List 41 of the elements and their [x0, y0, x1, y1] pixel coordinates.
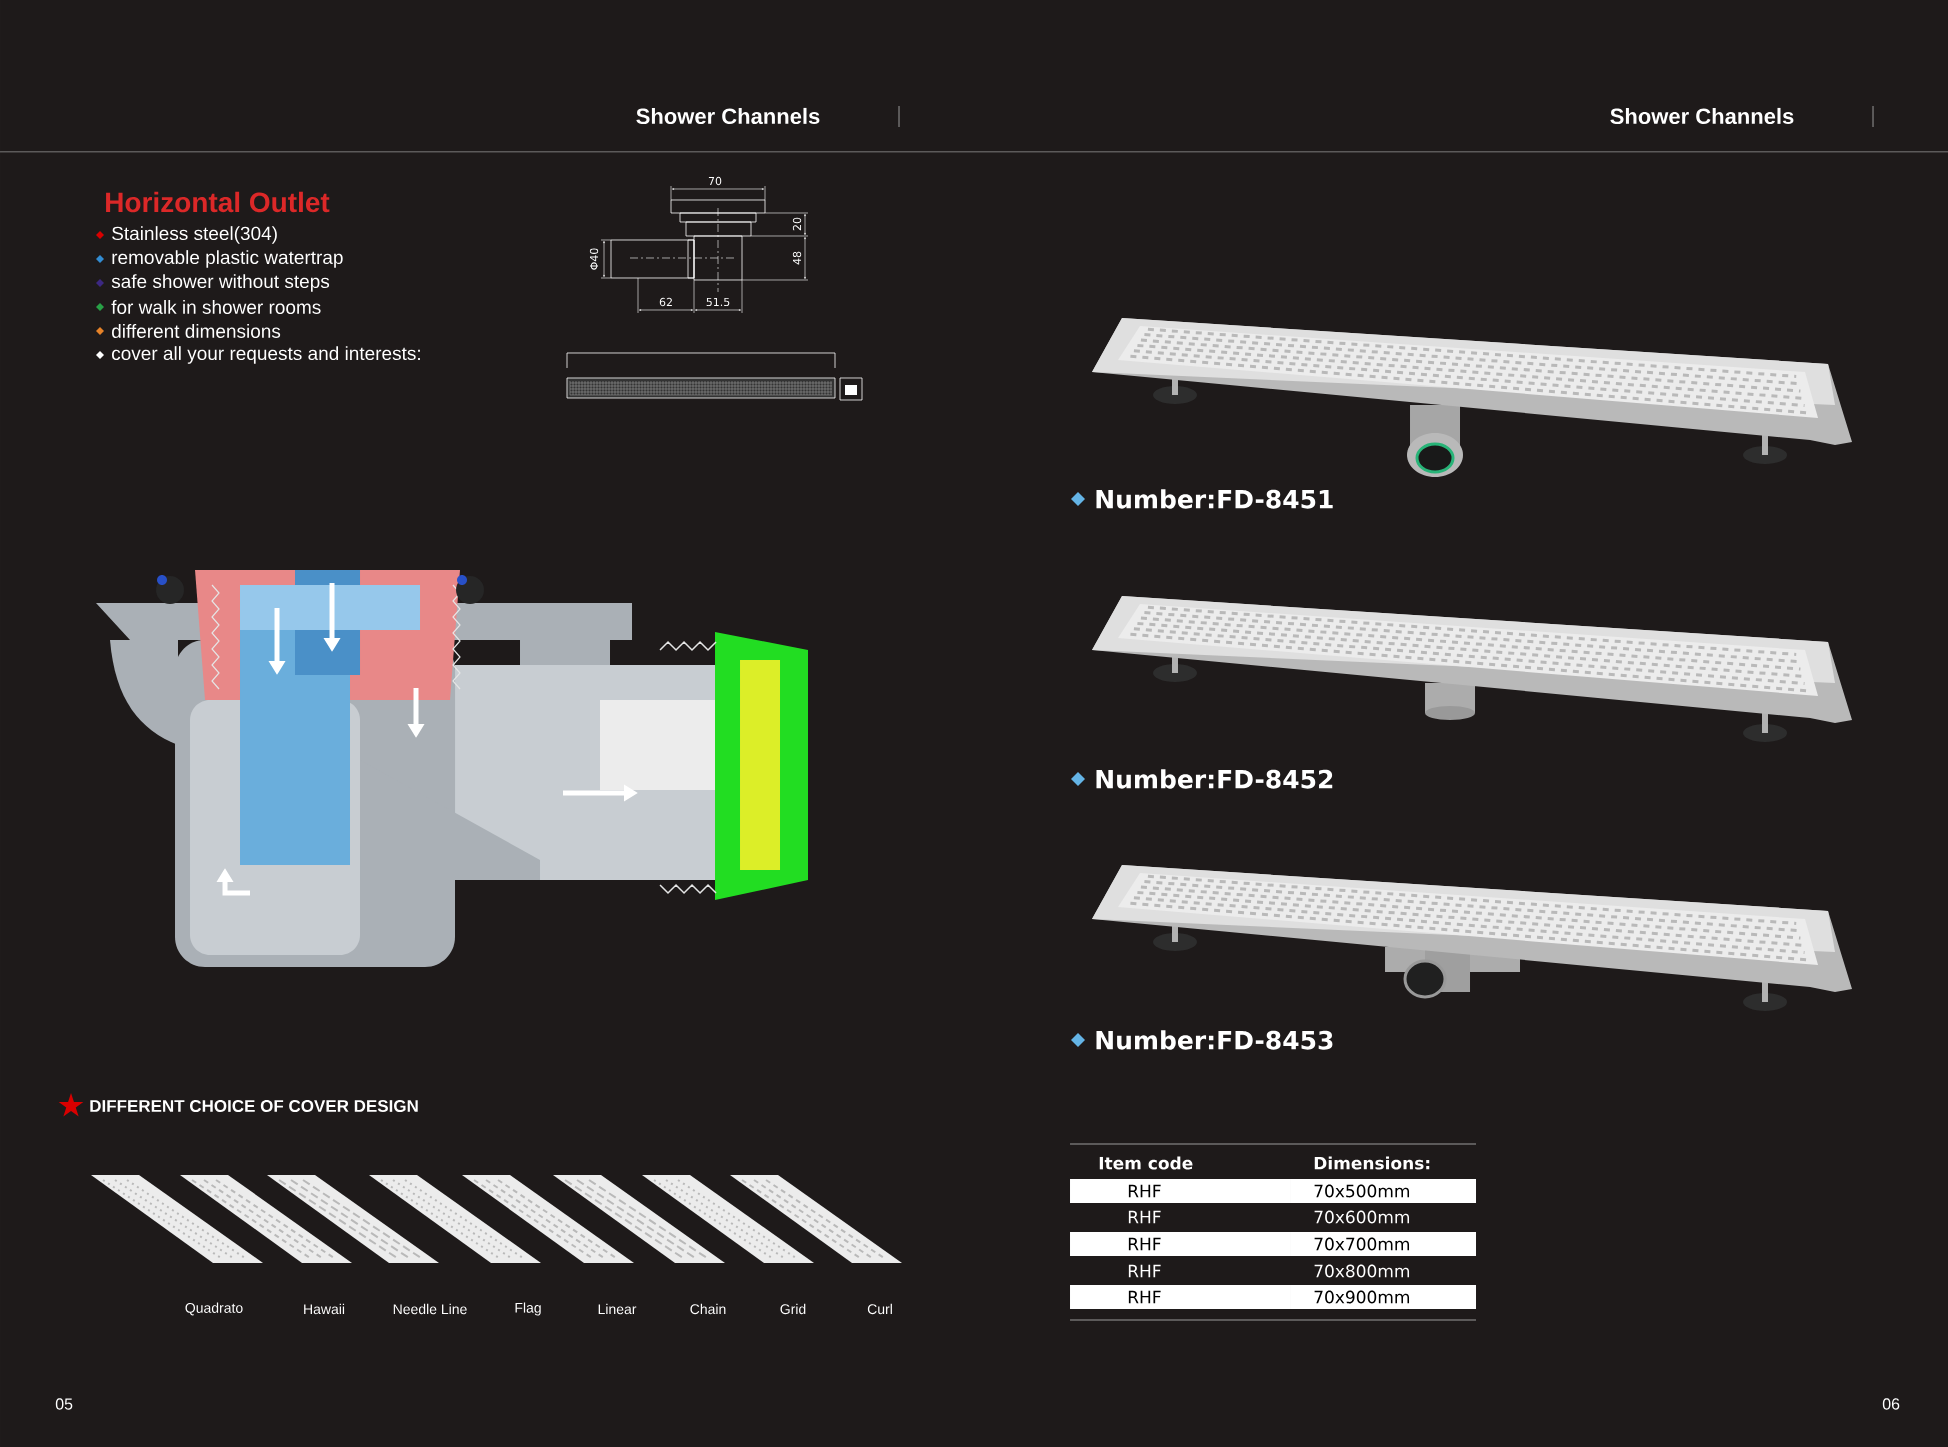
model-number: Number:FD-8452: [1096, 769, 1333, 789]
bullet-text: for walk in shower rooms: [111, 300, 321, 314]
design-name: Grid: [780, 1303, 806, 1315]
bullet-text: cover all your requests and interests:: [112, 346, 420, 364]
bullet-text: removable plastic watertrap: [112, 250, 343, 268]
table-cell: 70x600mm: [1314, 1210, 1409, 1224]
model-number: Number:FD-8451: [1096, 489, 1333, 509]
table-cell: 70x500mm: [1290, 1179, 1476, 1203]
page-number: 05: [55, 1398, 73, 1410]
bullet-text: safe shower without steps: [111, 274, 330, 292]
design-name: Chain: [690, 1303, 726, 1315]
section-heading: DIFFERENT CHOICE OF COVER DESIGN: [90, 1100, 418, 1113]
table-cell: RHF: [1070, 1179, 1290, 1203]
table-cell: 70x700mm: [1290, 1232, 1476, 1256]
dimension-text: 20: [792, 217, 802, 231]
bullet-text: different dimensions: [112, 324, 281, 338]
table-header: Item code: [1099, 1156, 1193, 1170]
table-header: Dimensions:: [1314, 1156, 1430, 1170]
table-cell: RHF: [1128, 1264, 1161, 1278]
table-cell: RHF: [1070, 1232, 1290, 1256]
header-text: Shower Channels: [636, 107, 820, 125]
dimension-text: 51.5: [706, 297, 730, 307]
dimension-text: 48: [792, 251, 802, 265]
design-name: Linear: [598, 1303, 637, 1315]
table-cell: RHF: [1070, 1285, 1290, 1309]
table-cell: 70x800mm: [1314, 1264, 1409, 1278]
design-name: Curl: [867, 1303, 892, 1315]
table-cell: RHF: [1128, 1210, 1161, 1224]
design-name: Hawaii: [304, 1303, 345, 1315]
table-cell: 70x900mm: [1290, 1285, 1476, 1309]
page-number: 06: [1882, 1398, 1900, 1410]
dimension-text: Φ40: [589, 248, 599, 270]
design-name: Quadrato: [185, 1302, 243, 1316]
header-text: Shower Channels: [1610, 107, 1794, 125]
design-name: Needle Line: [393, 1303, 467, 1315]
title: Horizontal Outlet: [106, 191, 330, 213]
dimension-text: 62: [659, 297, 672, 307]
bullet-text: Stainless steel(304): [112, 226, 277, 244]
design-name: Flag: [515, 1302, 541, 1316]
model-number: Number:FD-8453: [1096, 1030, 1333, 1050]
dimension-text: 70: [708, 176, 722, 186]
